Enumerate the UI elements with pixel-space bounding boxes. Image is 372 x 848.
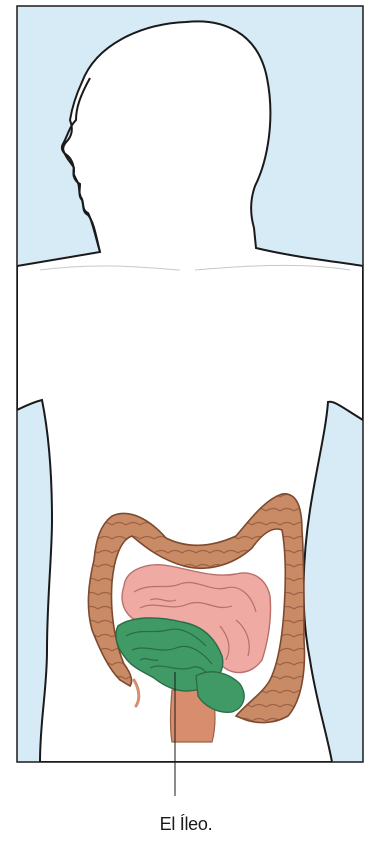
caption-label: El Íleo. xyxy=(0,814,372,835)
